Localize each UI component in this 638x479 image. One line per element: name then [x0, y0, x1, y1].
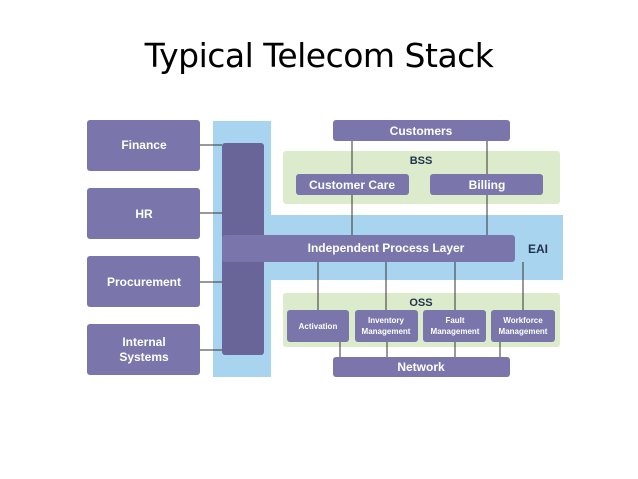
internal-systems-box [87, 324, 200, 375]
billing-label: Billing [469, 178, 506, 192]
oss-label: OSS [409, 297, 432, 309]
billing-box [430, 174, 543, 195]
activation-label: Activation [299, 322, 338, 331]
customer-care-label: Customer Care [309, 178, 395, 192]
customers-label: Customers [390, 124, 453, 138]
workforce-label-line1: Workforce [503, 316, 543, 325]
bss-label: BSS [410, 155, 433, 167]
slide-title: Typical Telecom Stack [144, 36, 494, 75]
process-layer-label: Independent Process Layer [308, 241, 465, 255]
procurement-label: Procurement [107, 275, 181, 289]
hr-box [87, 188, 200, 239]
process-layer-bar [222, 235, 515, 262]
eai-label: EAI [528, 242, 548, 256]
inventory-label-line2: Management [362, 327, 411, 336]
fault-management-box [423, 310, 486, 342]
customer-care-box [296, 174, 409, 195]
finance-box [87, 120, 200, 171]
internal-systems-label-line2: Systems [119, 350, 169, 364]
hr-label: HR [135, 207, 153, 221]
workforce-label-line2: Management [499, 327, 548, 336]
connector-lines [200, 140, 524, 357]
network-box [333, 357, 510, 377]
workforce-management-box [491, 310, 555, 342]
finance-label: Finance [121, 138, 167, 152]
procurement-box [87, 256, 200, 307]
oss-band [283, 293, 560, 347]
network-label: Network [397, 360, 445, 374]
fault-label-line1: Fault [445, 316, 464, 325]
inventory-management-box [355, 310, 418, 342]
fault-label-line2: Management [431, 327, 480, 336]
inventory-label-line1: Inventory [368, 316, 405, 325]
activation-box [287, 310, 349, 342]
customers-box [333, 120, 510, 141]
internal-systems-label-line1: Internal [122, 335, 165, 349]
